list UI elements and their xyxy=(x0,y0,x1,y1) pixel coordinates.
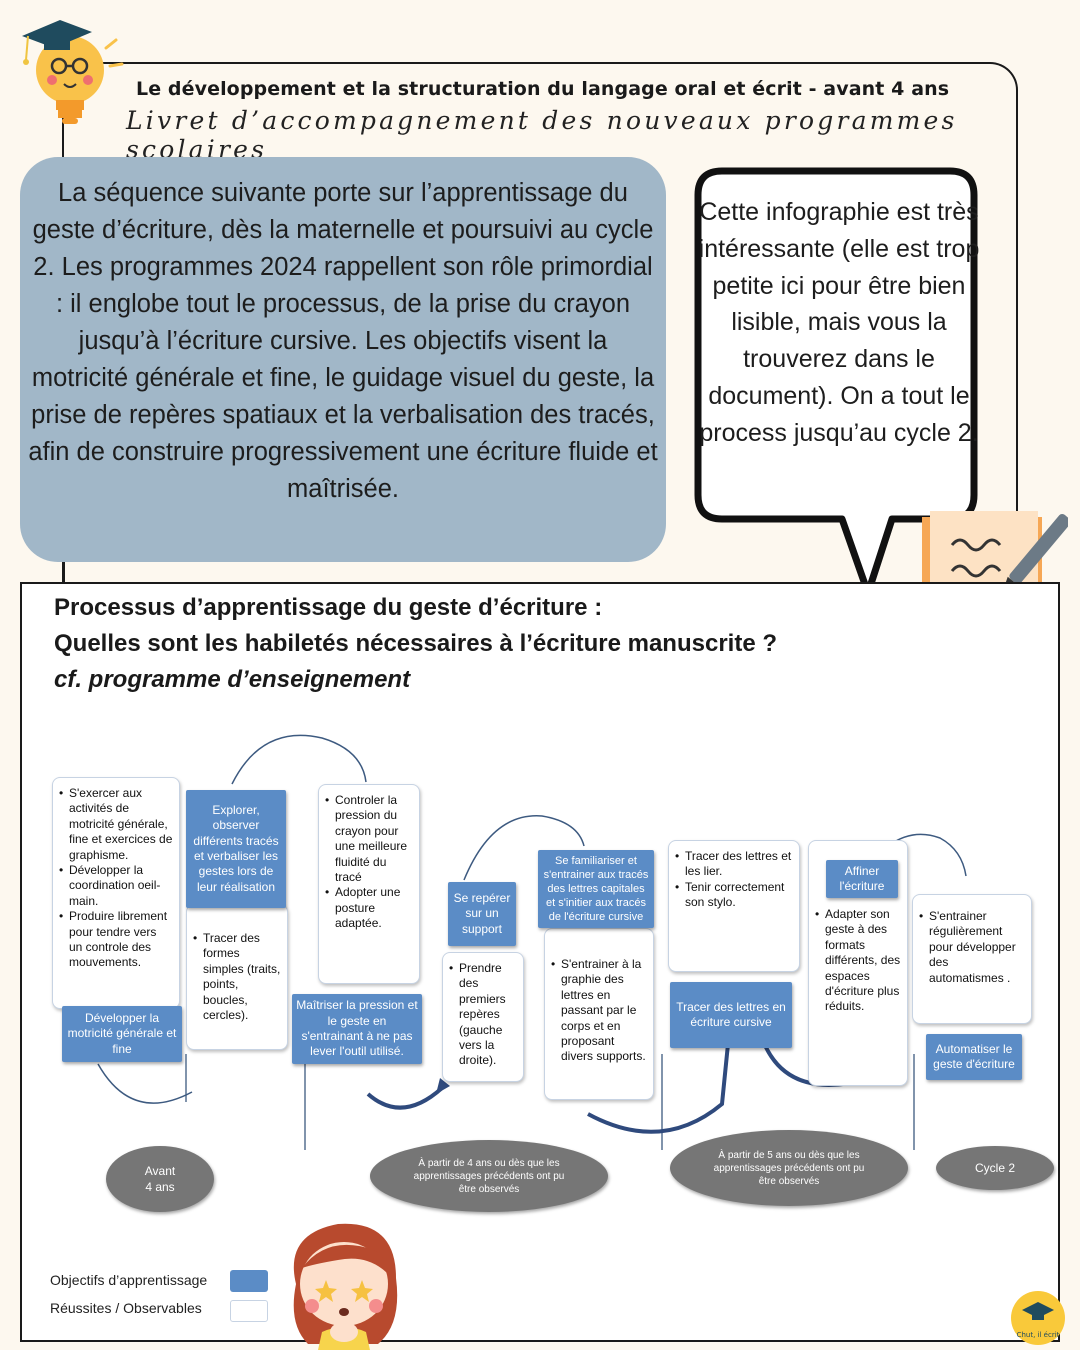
objective-automatiser: Automatiser le geste d'écriture xyxy=(926,1034,1022,1080)
observable-box-automatismes: S'entrainer régulièrement pour développe… xyxy=(912,894,1032,1024)
speech-bubble-text: Cette infographie est très intéressante … xyxy=(698,194,980,452)
objective-affiner: Affiner l'écriture xyxy=(826,860,898,898)
page-subtitle: Livret d’accompagnement des nouveaux pro… xyxy=(126,106,1080,164)
observable-box-graphie: S'entrainer à la graphie des lettres en … xyxy=(544,928,654,1100)
stage-4-ans: À partir de 4 ans ou dès que les apprent… xyxy=(370,1140,608,1212)
stage-cycle-2: Cycle 2 xyxy=(936,1146,1054,1190)
stage-5-ans: À partir de 5 ans ou dès que les apprent… xyxy=(670,1130,908,1206)
objective-cursive: Tracer des lettres en écriture cursive xyxy=(670,982,792,1048)
legend-objectives-swatch xyxy=(230,1270,268,1292)
objective-reperer: Se repérer sur un support xyxy=(448,882,516,946)
intro-box: La séquence suivante porte sur l’apprent… xyxy=(20,157,666,562)
intro-paragraph: La séquence suivante porte sur l’apprent… xyxy=(28,175,658,508)
page-title: Le développement et la structuration du … xyxy=(136,78,949,100)
logo-badge: Chut, il écrit xyxy=(1010,1290,1066,1346)
logo-text: Chut, il écrit xyxy=(1017,1331,1060,1339)
observable-box-motricite: S'exercer aux activités de motricité gén… xyxy=(52,777,180,1009)
objective-familiariser: Se familiariser et s'entrainer aux tracé… xyxy=(538,850,654,928)
infographic-card: Processus d’apprentissage du geste d’écr… xyxy=(20,582,1060,1342)
lightbulb-graduate-icon xyxy=(14,10,124,130)
stage-avant-4-ans: Avant 4 ans xyxy=(106,1146,214,1212)
legend-observables-label: Réussites / Observables xyxy=(50,1300,202,1316)
observable-box-formes: Tracer des formes simples (traits, point… xyxy=(186,904,288,1050)
objective-explorer: Explorer, observer différents tracés et … xyxy=(186,790,286,908)
legend-observables-swatch xyxy=(230,1300,268,1322)
objective-pression: Maîtriser la pression et le geste en s'e… xyxy=(292,994,422,1064)
legend-objectives-label: Objectifs d’apprentissage xyxy=(50,1272,207,1288)
observable-box-pression: Controler la pression du crayon pour une… xyxy=(318,784,420,984)
observable-box-lettres: Tracer des lettres et les lier. Tenir co… xyxy=(668,840,800,972)
observable-box-reperes: Prendre des premiers repères (gauche ver… xyxy=(442,952,524,1082)
objective-motricite: Développer la motricité générale et fine xyxy=(62,1006,182,1062)
girl-character-illustration xyxy=(278,1214,410,1350)
